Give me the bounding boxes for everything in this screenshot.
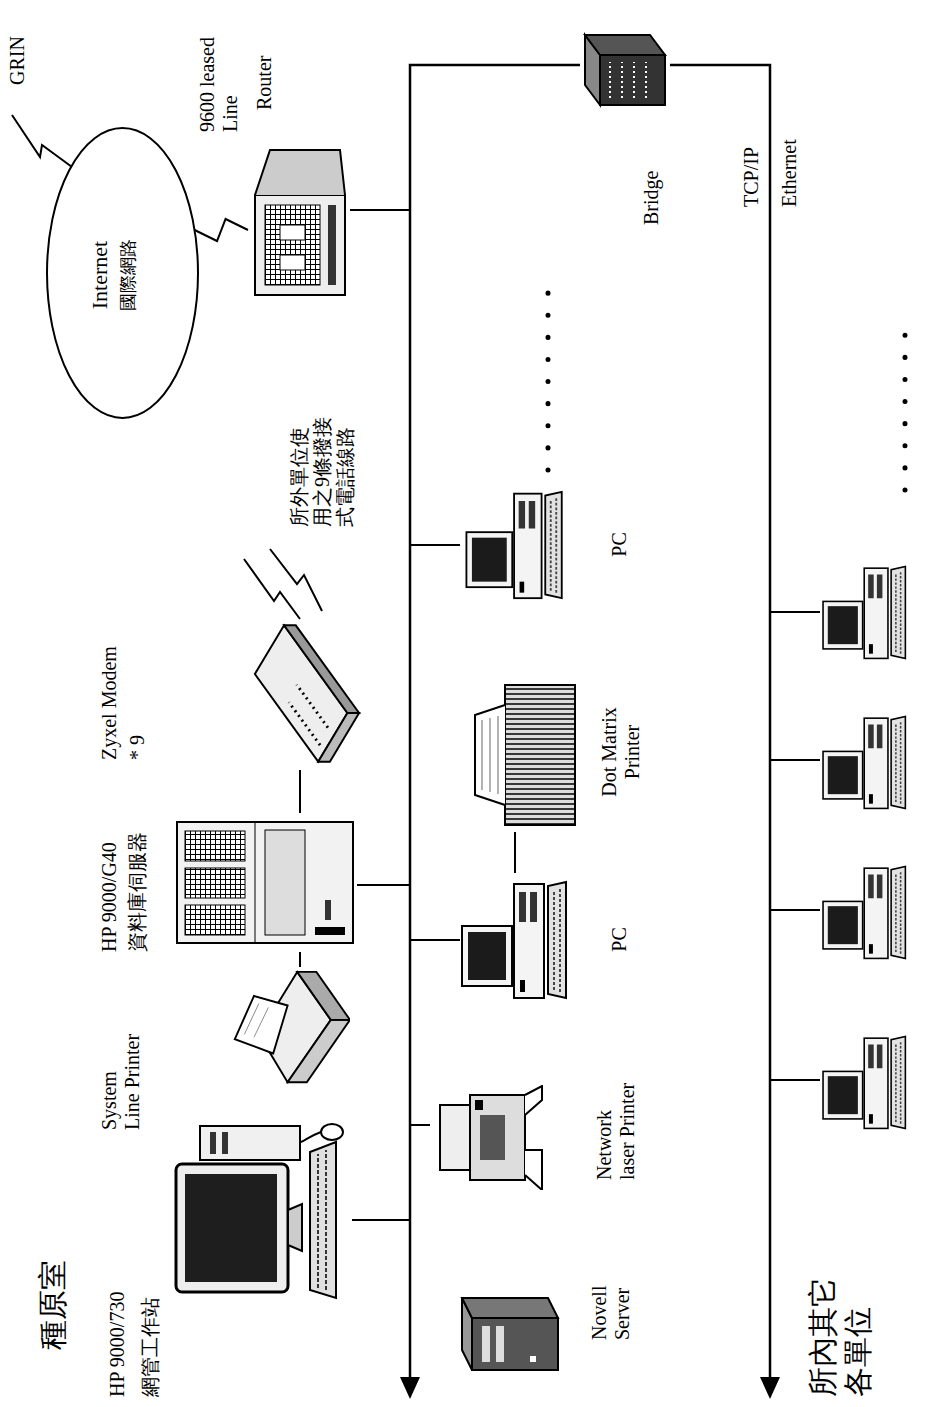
modem-icon [255,625,359,761]
network-link [514,832,516,873]
device-label: System Line Printer [98,1030,144,1130]
bridge-icon [585,35,665,105]
device-label: Network laser Printer [593,1070,639,1180]
pc-icon [823,567,905,659]
pc-node: PC [455,483,640,602]
dialup-lightning [244,549,322,619]
device-label: PC [608,487,631,602]
drop-line [350,210,460,1220]
continuation-dots [548,272,905,490]
network-link [195,219,248,241]
group-heading: 所內其它 各單位 [806,1267,875,1397]
device-label: Dot Matrix Printer [598,692,644,812]
workstation-icon [176,1124,343,1298]
router-node: Router [248,34,355,302]
device-label: HP 9000/G40 [98,817,121,952]
pc-icon [823,1037,905,1129]
device-label: Router [253,38,276,110]
grin-lightning [12,115,72,167]
ethernet-bus [12,65,905,1379]
bus-line [410,65,580,1379]
device-label: HP 9000/730 [106,1222,129,1397]
router-icon [255,150,345,295]
workstation-node: HP 9000/730 網管工作站 [100,1115,352,1399]
pc-icon [823,717,905,809]
device-label: Bridge [640,115,663,225]
device-label: * 9 [126,590,149,760]
printer-icon [475,685,575,825]
network-link [299,770,301,813]
modem-node: Zyxel Modem* 9 [95,586,365,770]
printer-icon [440,1086,542,1190]
network-link [299,952,301,967]
bus-line [670,65,770,1379]
bus-arrow [400,1377,420,1399]
pc-icon [466,492,561,598]
printer-icon [235,972,350,1082]
cloud-node: Internet 國際網路 [45,126,200,420]
pc-icon [823,867,905,959]
bridge-node: Bridge [578,27,672,227]
printer-node: Network laser Printer [425,1037,670,1192]
printer-node: Dot Matrix Printer [462,672,667,832]
device-label: Internet [87,130,112,420]
server-icon [177,822,353,943]
note-text: 所外單位使 用之9條撥接 式電話線路 [288,377,357,527]
server-node: Novell Server [455,1231,650,1382]
drop-line [770,612,820,1080]
room-heading: 種原室 [36,1230,71,1350]
bus-arrow [760,1377,780,1399]
pc-node: PC [455,873,640,1002]
protocol-label: TCP/IP [740,117,763,207]
device-label: Zyxel Modem [98,590,121,760]
device-label: Novell Server [588,1235,634,1340]
device-label: 資料庫伺服器 [126,817,149,952]
server-icon [462,1298,558,1370]
device-label: 國際網路 [118,130,139,420]
device-label: 網管工作站 [139,1222,162,1397]
device-label: PC [608,877,631,1002]
server-node: HP 9000/G40資料庫伺服器 [95,813,360,952]
printer-node: System Line Printer [95,967,355,1137]
network-name: GRIN [6,15,29,85]
pc-icon [462,882,566,998]
protocol-label: Ethernet [778,107,801,207]
link-label: 9600 leased Line [196,2,242,132]
